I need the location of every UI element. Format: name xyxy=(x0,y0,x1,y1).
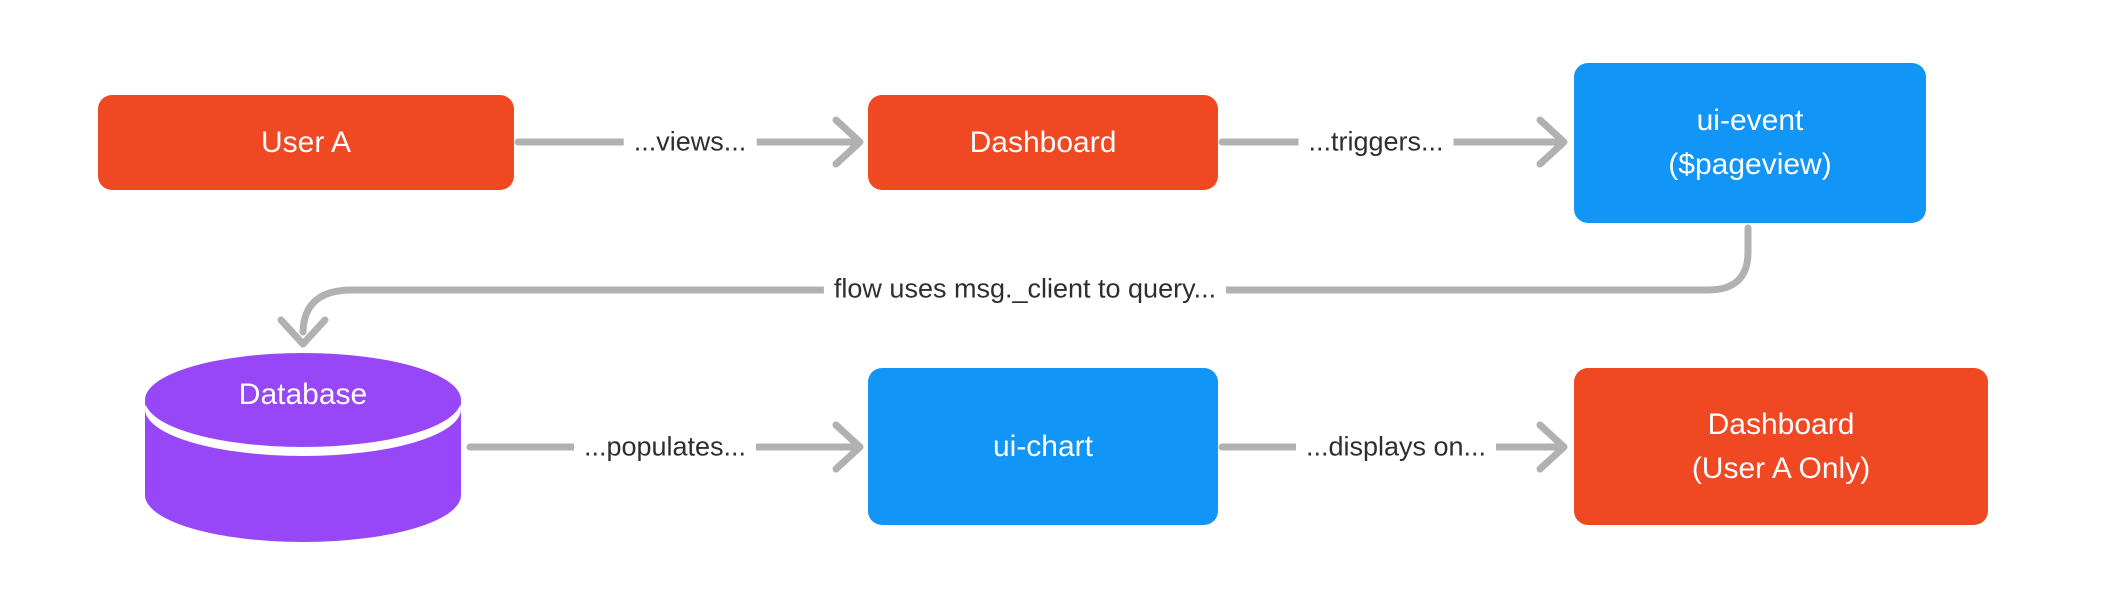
edge-label-views: ...views... xyxy=(623,124,757,160)
arrow-right-icon xyxy=(1536,421,1568,473)
edge-label-displays: ...displays on... xyxy=(1295,429,1497,465)
node-dashboard-only-label-line2: (User A Only) xyxy=(1691,451,1871,485)
node-dashboard-user-a-only[interactable]: Dashboard (User A Only) xyxy=(1574,368,1988,525)
node-ui-event-label-line1: ui-event xyxy=(1696,104,1804,137)
node-dashboard[interactable]: Dashboard xyxy=(868,95,1218,190)
node-dashboard-only-label-line1: Dashboard xyxy=(1707,407,1855,441)
edge-label-triggers: ...triggers... xyxy=(1298,124,1454,160)
arrow-right-icon xyxy=(832,116,864,168)
arrow-right-icon xyxy=(1536,116,1568,168)
node-ui-chart-label: ui-chart xyxy=(992,429,1094,463)
node-ui-event[interactable]: ui-event ($pageview) xyxy=(1574,63,1926,223)
node-user-a-label: User A xyxy=(260,125,352,159)
arrow-right-icon xyxy=(832,421,864,473)
arrow-down-icon xyxy=(277,316,329,348)
database-cylinder-icon[interactable] xyxy=(145,353,461,542)
node-user-a[interactable]: User A xyxy=(98,95,514,190)
node-dashboard-label: Dashboard xyxy=(969,125,1117,159)
edge-label-flow-query: flow uses msg._client to query... xyxy=(823,271,1227,307)
edge-label-populates: ...populates... xyxy=(573,429,757,465)
node-ui-event-label-line2: ($pageview) xyxy=(1668,148,1832,181)
node-ui-chart[interactable]: ui-chart xyxy=(868,368,1218,525)
